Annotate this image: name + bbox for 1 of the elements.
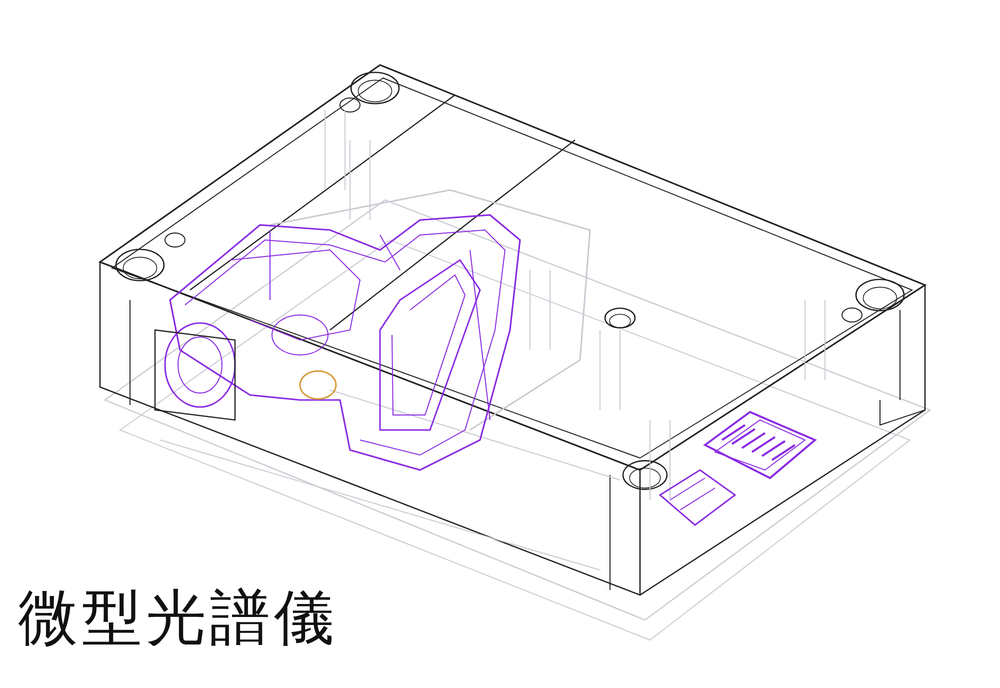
title: 微型光譜儀 — [18, 582, 338, 655]
